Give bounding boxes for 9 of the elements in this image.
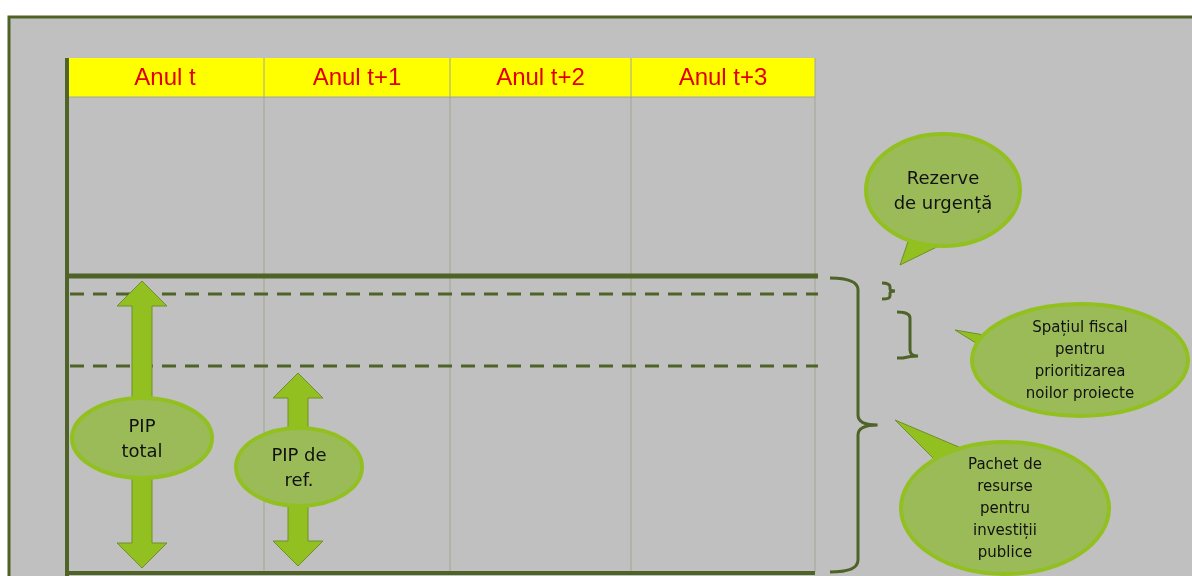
callout-text: Pachet de resurse pentru investiții publice <box>967 454 1043 563</box>
callout-text: PIP total <box>120 414 164 463</box>
callout-text: Rezerve de urgență <box>893 166 993 215</box>
callout-text: Spațiul fiscal pentru prioritizarea noilor proiecte <box>1024 317 1136 404</box>
column-header: Anul t+2 <box>495 62 586 92</box>
callout-text: PIP de ref. <box>270 443 328 492</box>
column-header: Anul t <box>133 62 197 92</box>
column-header: Anul t+3 <box>677 62 769 92</box>
column-header: Anul t+1 <box>311 62 403 92</box>
